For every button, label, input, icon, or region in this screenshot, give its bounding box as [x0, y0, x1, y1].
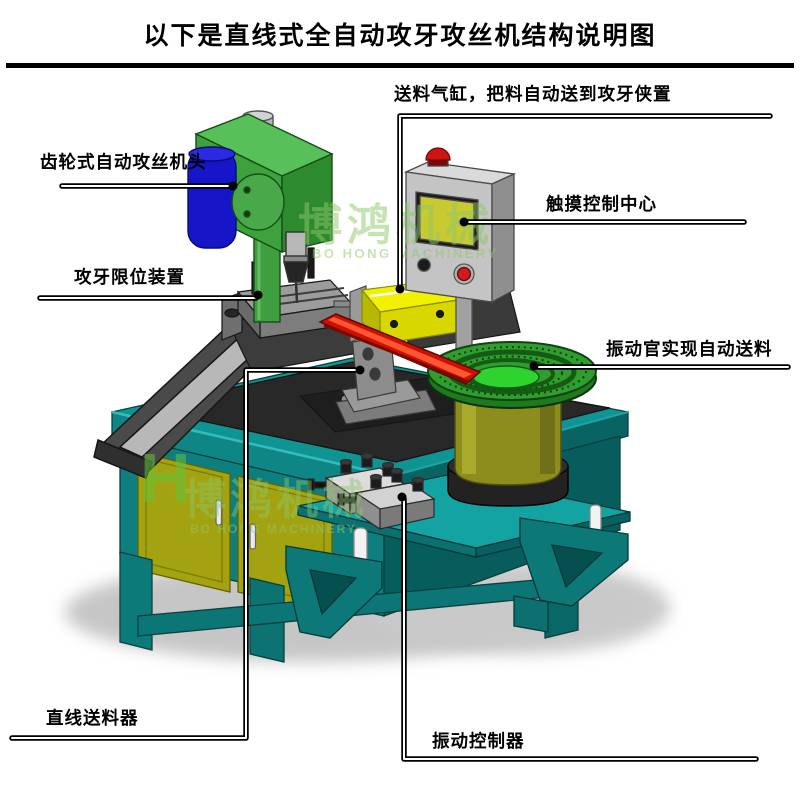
control-panel: [403, 147, 517, 497]
callout-linear-feeder: 直线送料器: [46, 708, 139, 728]
leader-tapping-head: [59, 181, 238, 191]
leader-vibration-plate: [529, 361, 791, 371]
page-title: 以下是直线式全自动攻牙攻丝机结构说明图: [143, 23, 657, 50]
leader-linear-feeder: [9, 365, 365, 741]
brand-watermark: 博鸿机械 BO HONG MACHINERY H 博鸿机械 BO HONG MA…: [140, 201, 498, 536]
touch-screen: [415, 191, 479, 251]
tapping-head: [187, 110, 334, 323]
callout-lines: [9, 113, 791, 762]
watermark-en-upper: BO HONG MACHINERY: [312, 246, 498, 261]
watermark-logo-letter: H: [140, 439, 191, 517]
vibration-controller-boxes: [307, 452, 436, 531]
leader-touch-control: [459, 217, 747, 227]
emergency-stop-button: [456, 266, 472, 282]
discharge-chute: [93, 309, 294, 479]
spindle-motor: [187, 146, 237, 249]
callout-tapping-head: 齿轮式自动攻丝机头: [40, 152, 207, 172]
leader-limit-device: [37, 290, 263, 301]
linear-rail: [318, 313, 482, 385]
chuck: [283, 231, 309, 304]
callout-vibration-controller: 振动控制器: [432, 731, 525, 751]
callout-limit-device: 攻牙限位装置: [74, 267, 185, 287]
watermark-en-lower: BO HONG MACHINERY: [190, 522, 357, 536]
leader-feed-cylinder: [395, 113, 773, 294]
callout-vibration-plate: 振动官实现自动送料: [606, 339, 773, 359]
alarm-lamp: [425, 147, 451, 167]
watermark-cn-lower: 博鸿机械: [184, 476, 368, 523]
power-button: [416, 257, 432, 273]
title-divider: [6, 63, 794, 68]
watermark-cn-upper: 博鸿机械: [298, 201, 494, 250]
callout-feed-cylinder: 送料气缸，把料自动送到攻牙侠置: [394, 84, 672, 104]
callout-touch-control: 触摸控制中心: [546, 194, 657, 214]
leader-vibration-controller: [397, 492, 759, 762]
